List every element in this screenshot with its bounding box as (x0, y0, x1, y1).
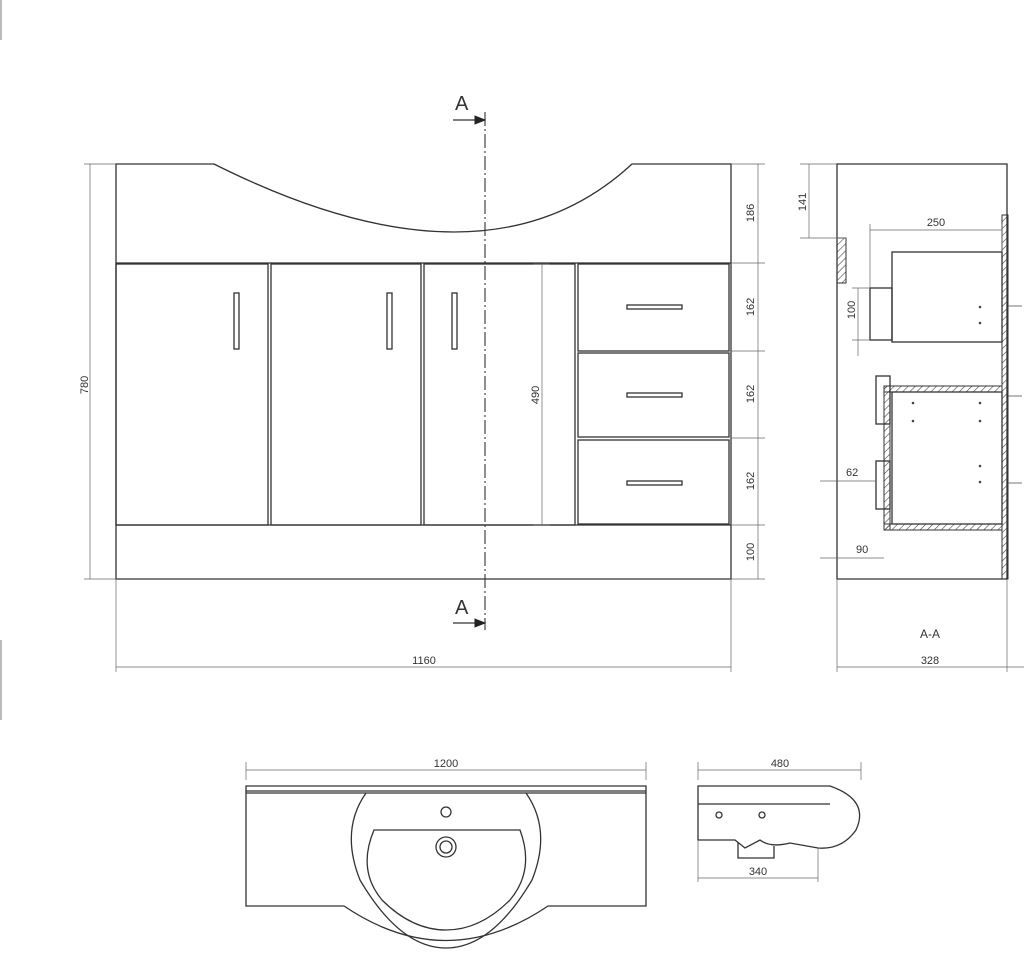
dim-top-step: 141 (797, 193, 809, 211)
section-mark-bottom: A (455, 597, 469, 619)
basin-side-outline (697, 785, 861, 849)
drawer-handle (626, 392, 683, 398)
dim-side-62: 62 (846, 467, 858, 479)
door-left (115, 263, 269, 526)
drawer-1 (577, 263, 730, 352)
dim-drawer-3: 162 (745, 472, 757, 490)
section-view: 141 250 100 62 90 A-A 328 (797, 163, 1024, 672)
door-right (423, 263, 576, 526)
door-handle (233, 292, 240, 350)
door-middle (270, 263, 422, 526)
dim-drawer-depth: 250 (927, 217, 945, 229)
right-dimension-chain (731, 163, 765, 580)
door-handle (451, 292, 458, 350)
dim-drawer-2: 162 (745, 385, 757, 403)
section-label: A-A (920, 627, 940, 641)
dim-plinth: 100 (745, 543, 757, 561)
section-outline (836, 163, 1008, 580)
dim-handle: 100 (846, 301, 858, 319)
door-handle (386, 292, 393, 350)
drawer-handle (626, 304, 683, 310)
basin-side-view: 480 340 (697, 758, 862, 882)
dim-basin-bowl: 340 (749, 866, 767, 878)
drawer-handle (626, 480, 683, 486)
dim-basin-width: 1200 (434, 758, 458, 770)
front-view: A A 780 186 162 162 162 100 490 1160 (79, 93, 765, 672)
tap-hole (440, 806, 452, 818)
dim-door-height: 490 (530, 386, 542, 404)
dim-drawer-1: 162 (745, 298, 757, 316)
dim-depth: 328 (921, 655, 939, 667)
dim-basin-depth: 480 (771, 758, 789, 770)
dim-overall-height: 780 (79, 376, 91, 394)
drawer-3 (577, 439, 730, 525)
drawer-2 (577, 352, 730, 438)
dim-side-90: 90 (856, 544, 868, 556)
dim-overall-width: 1160 (412, 655, 436, 667)
dim-top-panel: 186 (745, 204, 757, 222)
section-mark-top: A (455, 93, 469, 115)
cabinet-outline (115, 163, 732, 580)
basin-plan-view: 1200 (245, 758, 647, 949)
basin-outline (245, 785, 647, 942)
drain (435, 836, 457, 858)
